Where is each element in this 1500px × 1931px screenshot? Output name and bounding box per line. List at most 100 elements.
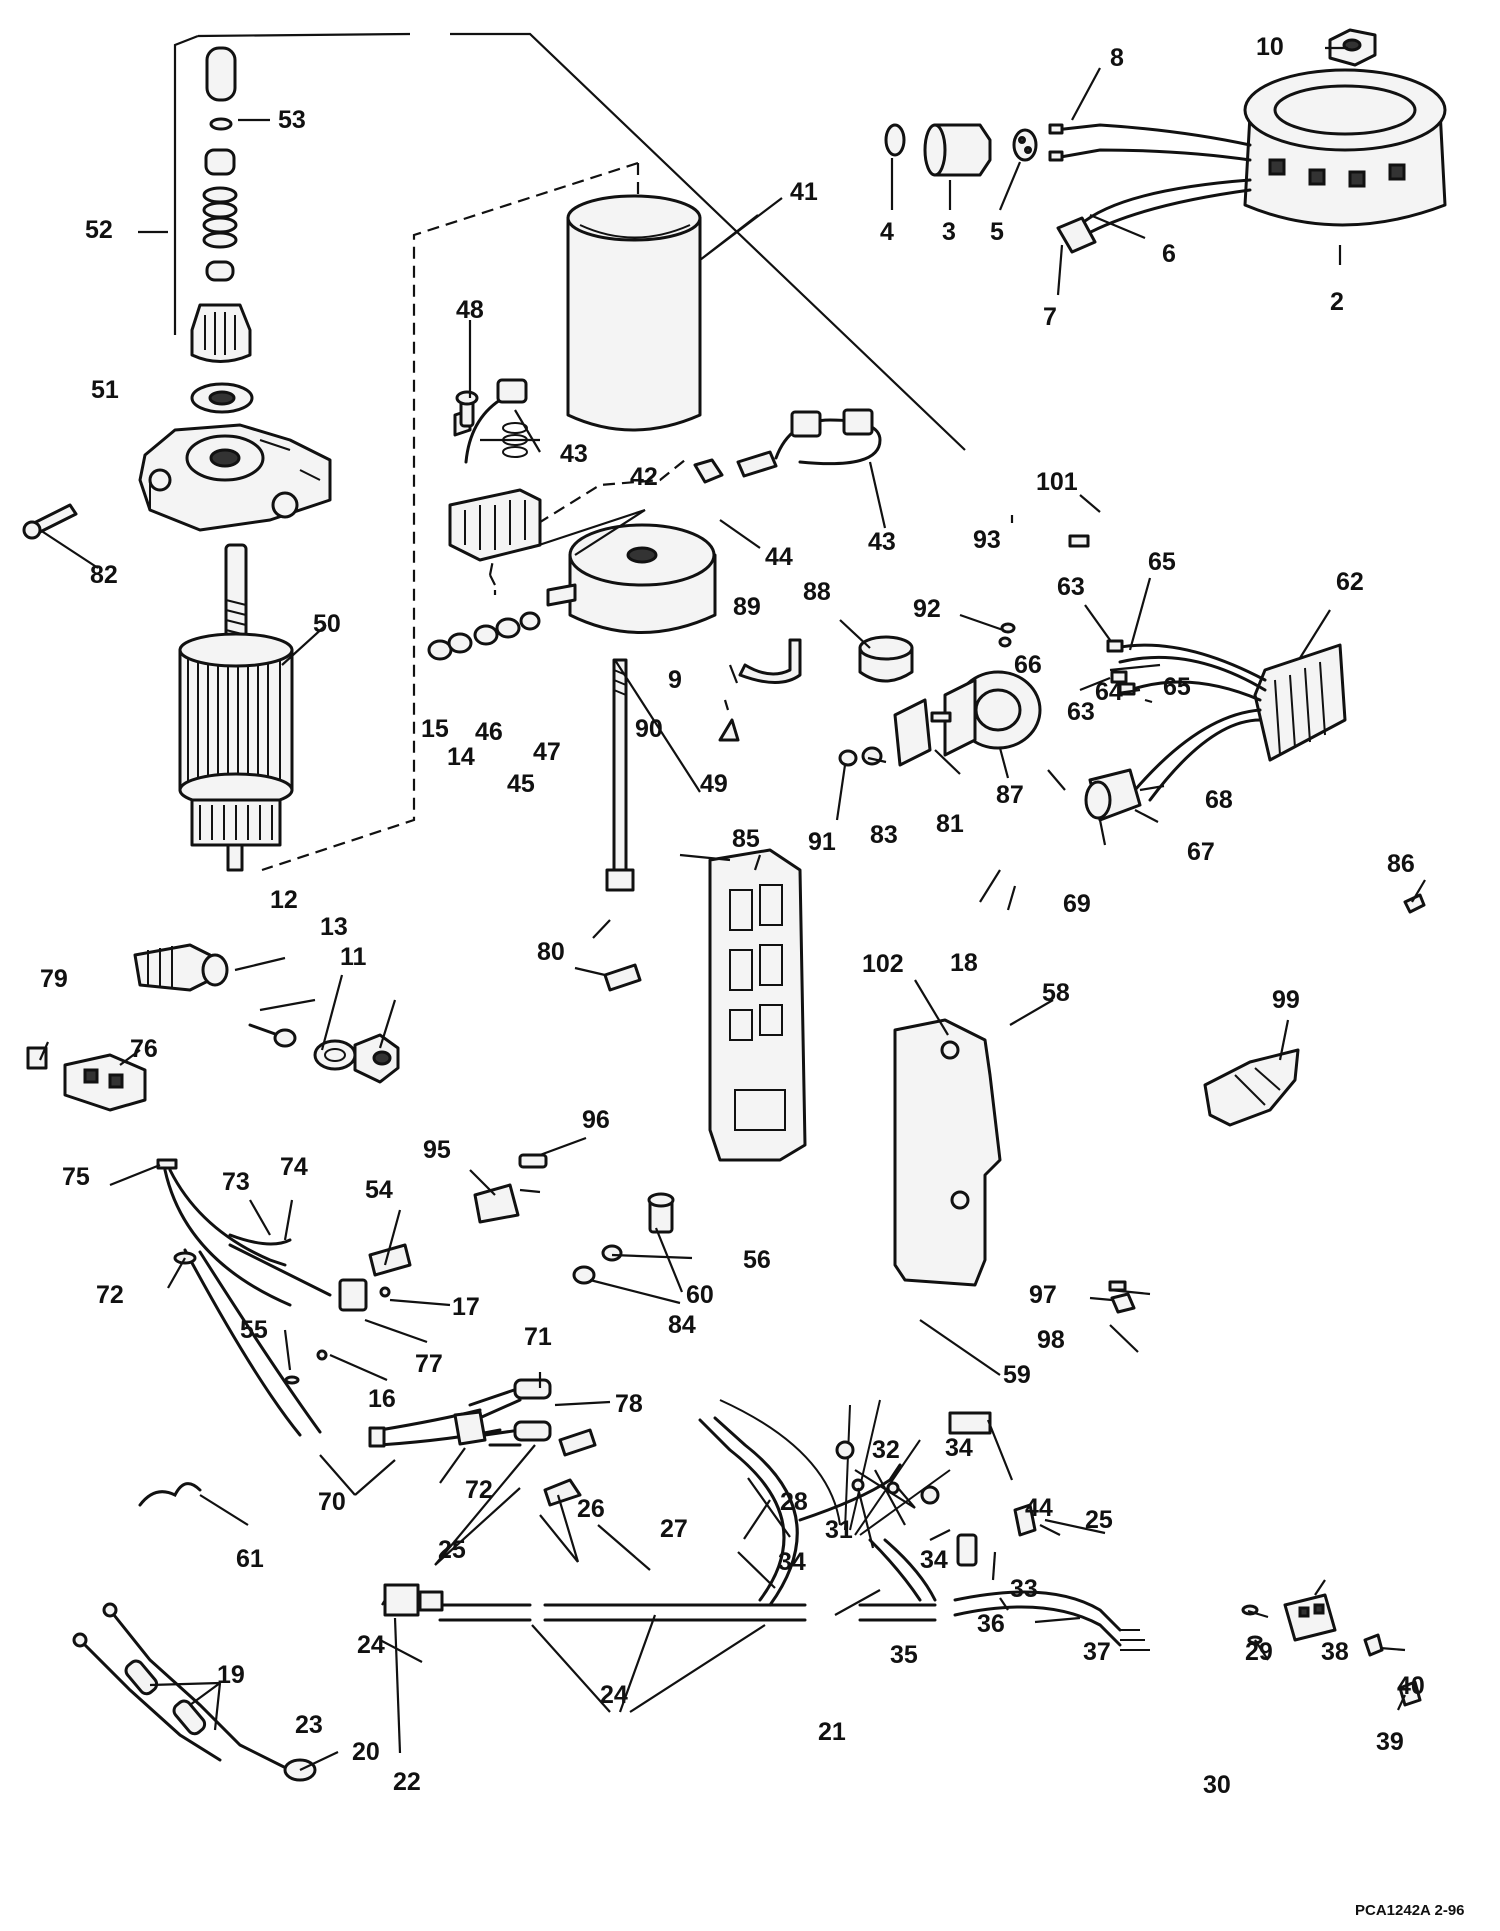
label-54: 54 <box>365 1176 393 1204</box>
parts-97-98 <box>1108 1280 1136 1314</box>
label-92: 92 <box>913 595 941 623</box>
small-parts-right <box>718 534 1426 914</box>
screw-48 <box>455 390 479 428</box>
parts-3-4-5 <box>884 123 1038 177</box>
terminal-44-and-brush-set <box>693 408 882 484</box>
label-72a: 72 <box>96 1281 124 1309</box>
label-67: 67 <box>1187 838 1215 866</box>
label-83: 83 <box>870 821 898 849</box>
label-86: 86 <box>1387 850 1415 878</box>
label-68: 68 <box>1205 786 1233 814</box>
label-73: 73 <box>222 1168 250 1196</box>
label-72b: 72 <box>465 1476 493 1504</box>
solenoid-87 <box>930 670 1042 757</box>
label-49: 49 <box>700 770 728 798</box>
label-52: 52 <box>85 216 113 244</box>
label-87: 87 <box>996 781 1024 809</box>
label-32: 32 <box>872 1436 900 1464</box>
label-34c: 34 <box>920 1546 948 1574</box>
label-78: 78 <box>615 1390 643 1418</box>
label-40: 40 <box>1397 1672 1425 1700</box>
label-50: 50 <box>313 610 341 638</box>
label-74: 74 <box>280 1153 308 1181</box>
label-84: 84 <box>668 1311 696 1339</box>
label-43b: 43 <box>868 528 896 556</box>
key-13-washer-11-nut-10 <box>248 1023 400 1084</box>
stator-2 <box>1243 68 1447 227</box>
insulator-88 <box>858 635 914 683</box>
label-25a: 25 <box>438 1536 466 1564</box>
label-21: 21 <box>818 1718 846 1746</box>
label-58: 58 <box>1042 979 1070 1007</box>
label-24b: 24 <box>600 1681 628 1709</box>
battery-cables-19-20 <box>72 1602 317 1782</box>
label-93: 93 <box>973 526 1001 554</box>
label-34b: 34 <box>945 1434 973 1462</box>
commutator-end-cap <box>546 523 717 634</box>
label-97: 97 <box>1029 1281 1057 1309</box>
label-85: 85 <box>732 825 760 853</box>
label-23: 23 <box>295 1711 323 1739</box>
label-38: 38 <box>1321 1638 1349 1666</box>
bracket-85 <box>708 848 807 1162</box>
label-11: 11 <box>340 943 367 971</box>
label-22: 22 <box>393 1768 421 1796</box>
label-43a: 43 <box>560 440 588 468</box>
label-44b: 44 <box>1025 1494 1053 1522</box>
label-70: 70 <box>318 1488 346 1516</box>
label-27: 27 <box>660 1515 688 1543</box>
through-bolt-49 <box>605 658 635 892</box>
dashed-assembly-outline <box>261 161 686 872</box>
parts-16-17-54-55-95-96 <box>284 1153 548 1385</box>
label-66: 66 <box>1014 651 1042 679</box>
callout-labels: 1 2 3 4 5 6 7 8 9 10 11 12 13 14 15 16 1… <box>40 33 1425 1799</box>
stator-leads-6-7-8 <box>1048 123 1252 254</box>
label-44a: 44 <box>765 543 793 571</box>
leader-lines <box>38 46 1426 1771</box>
label-5: 5 <box>990 218 1004 246</box>
pinion-drive-parts <box>190 46 254 414</box>
main-harness-21 <box>438 1416 1122 1647</box>
label-42: 42 <box>630 463 658 491</box>
label-65b: 65 <box>1163 673 1191 701</box>
label-29: 29 <box>1245 1638 1273 1666</box>
rectifier-62 <box>1253 643 1347 762</box>
label-63a: 63 <box>1057 573 1085 601</box>
label-77: 77 <box>415 1350 443 1378</box>
clip-61 <box>138 1482 202 1507</box>
label-53: 53 <box>278 106 306 134</box>
label-28: 28 <box>780 1488 808 1516</box>
label-8: 8 <box>1110 44 1124 72</box>
label-69: 69 <box>1063 890 1091 918</box>
label-17: 17 <box>452 1293 480 1321</box>
solenoid-bracket-81-89 <box>738 638 932 767</box>
key-switch-12 <box>133 943 229 992</box>
label-79: 79 <box>40 965 68 993</box>
label-95: 95 <box>423 1136 451 1164</box>
washers-14-15-45-46-47 <box>427 611 541 661</box>
label-25b: 25 <box>1085 1506 1113 1534</box>
label-99: 99 <box>1272 986 1300 1014</box>
label-39: 39 <box>1376 1728 1404 1756</box>
label-2: 2 <box>1330 288 1344 316</box>
label-37: 37 <box>1083 1638 1111 1666</box>
parts-56-60-84-80 <box>572 963 675 1285</box>
label-76: 76 <box>130 1035 158 1063</box>
label-45: 45 <box>507 770 535 798</box>
harness-72-73-74-75 <box>156 1158 368 1437</box>
harness-connectors <box>383 1410 1037 1617</box>
label-63b: 63 <box>1067 698 1095 726</box>
label-31: 31 <box>825 1516 853 1544</box>
label-102: 102 <box>862 950 904 978</box>
label-91: 91 <box>808 828 836 856</box>
label-24a: 24 <box>357 1631 385 1659</box>
label-3: 3 <box>942 218 956 246</box>
plug-38-39-40 <box>1241 1593 1422 1707</box>
label-64: 64 <box>1095 678 1123 706</box>
label-56: 56 <box>743 1246 771 1274</box>
label-41: 41 <box>790 178 818 206</box>
label-81: 81 <box>936 810 964 838</box>
label-18: 18 <box>950 949 978 977</box>
figure-caption: PCA1242A 2-96 <box>1355 1902 1465 1919</box>
